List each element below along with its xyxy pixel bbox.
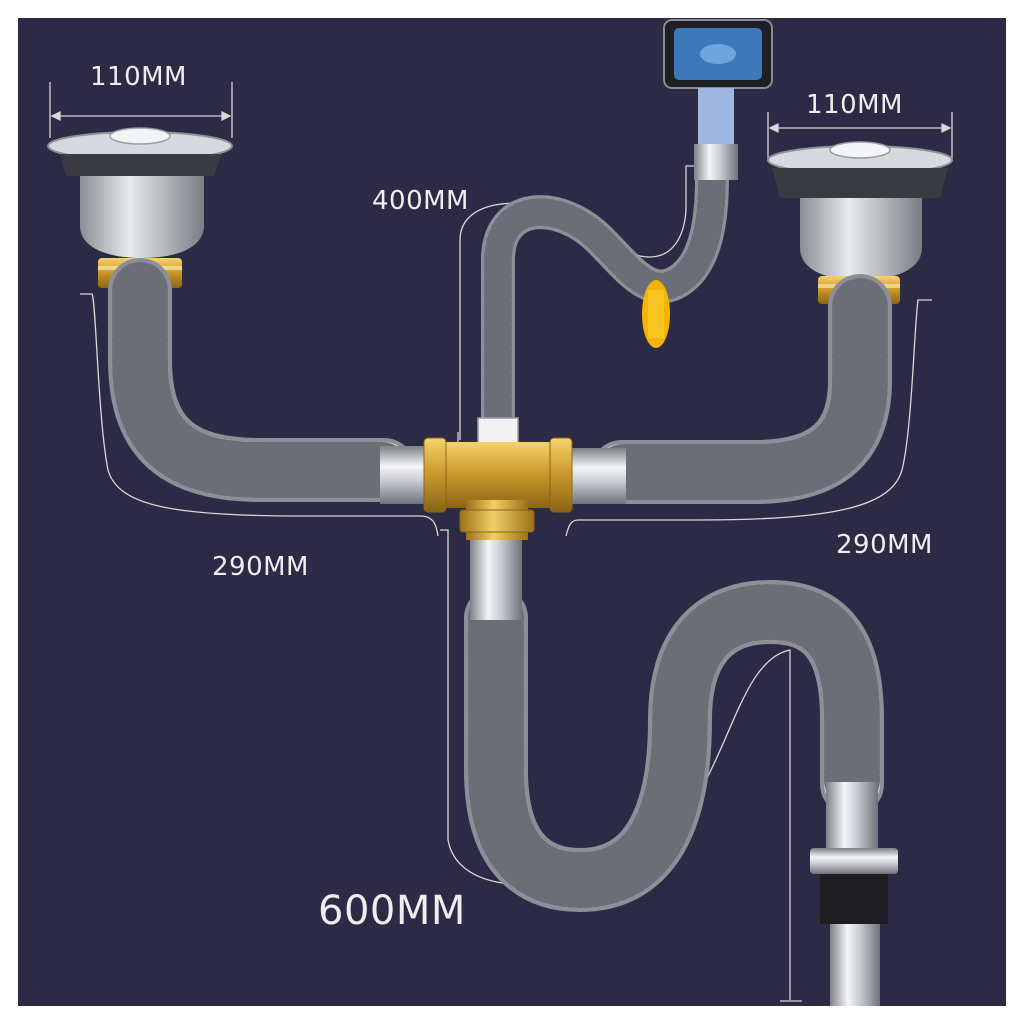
brass-tee-connector: [423, 417, 573, 540]
overflow-clip-icon: [642, 280, 670, 348]
left-strainer-width-label: 110MM: [90, 62, 187, 92]
left-arm-length-label: 290MM: [212, 552, 309, 582]
right-arm-length-label: 290MM: [836, 530, 933, 560]
right-strainer-width-label: 110MM: [806, 90, 903, 120]
chrome-tubes: [380, 446, 898, 1006]
corrugated-hoses: [108, 161, 892, 913]
overflow-cover: [663, 19, 773, 180]
overflow-hose-length-label: 400MM: [372, 186, 469, 216]
trap-length-label: 600MM: [318, 888, 466, 934]
